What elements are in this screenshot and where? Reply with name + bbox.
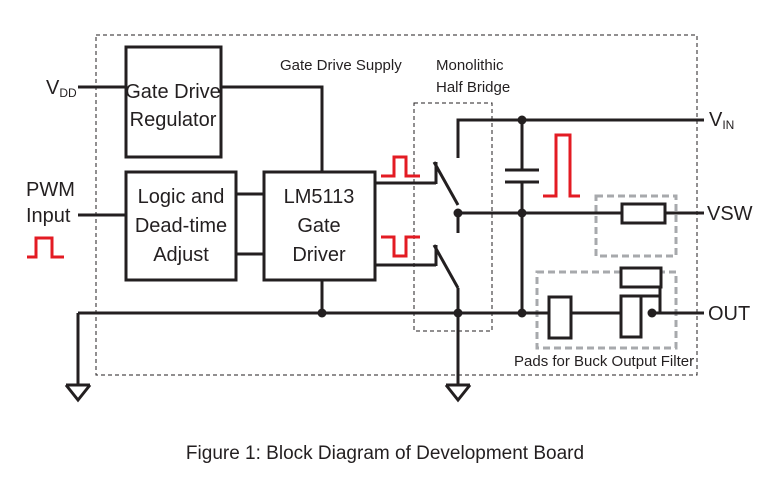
- pad-top-right: [619, 266, 663, 289]
- pad-left: [547, 295, 573, 340]
- pwm-label-line2: Input: [26, 205, 71, 227]
- low-gate-pulse-icon: [381, 235, 420, 258]
- vdd-label: VDD: [46, 77, 77, 100]
- pads-label: Pads for Buck Output Filter: [514, 353, 694, 370]
- logic-label-line2: Dead-time: [135, 215, 227, 237]
- regulator-label-line2: Regulator: [130, 109, 217, 131]
- pwm-pulse-icon: [27, 236, 64, 259]
- figure-caption: Figure 1: Block Diagram of Development B…: [186, 443, 584, 464]
- logic-label-line1: Logic and: [138, 186, 225, 208]
- junction-dots: [317, 115, 657, 318]
- logic-dead-time-block: Logic and Dead-time Adjust: [124, 170, 238, 282]
- driver-label-line3: Driver: [292, 244, 346, 266]
- high-gate-pulse-icon: [381, 155, 420, 178]
- gate-drive-supply-label: Gate Drive Supply: [280, 57, 402, 74]
- driver-label-line2: Gate: [297, 215, 340, 237]
- ground-symbol-right: [444, 383, 472, 403]
- monolithic-label-line2: Half Bridge: [436, 79, 510, 96]
- gate-drive-regulator-block: Gate Drive Regulator: [124, 45, 223, 159]
- gate-driver-block: LM5113 Gate Driver: [262, 170, 377, 282]
- regulator-label-line1: Gate Drive: [125, 81, 221, 103]
- wires: [76, 85, 704, 385]
- monolithic-label-line1: Monolithic: [436, 57, 504, 74]
- ground-symbol-left: [64, 383, 92, 403]
- input-capacitor: [505, 168, 539, 184]
- switch-node-pulse-icon: [543, 133, 580, 198]
- driver-label-line1: LM5113: [284, 186, 355, 208]
- board-outline: [95, 34, 698, 376]
- vsw-label: VSW: [707, 203, 753, 225]
- half-bridge-outline: [413, 102, 493, 332]
- pwm-label-line1: PWM: [26, 179, 75, 201]
- logic-label-line3: Adjust: [153, 244, 209, 266]
- pad-bottom-right: [619, 294, 643, 339]
- vsw-pad-resistor: [620, 202, 667, 225]
- vin-label: VIN: [709, 109, 734, 132]
- high-side-switch: [432, 148, 460, 206]
- out-label: OUT: [708, 303, 750, 325]
- low-side-switch: [432, 244, 460, 289]
